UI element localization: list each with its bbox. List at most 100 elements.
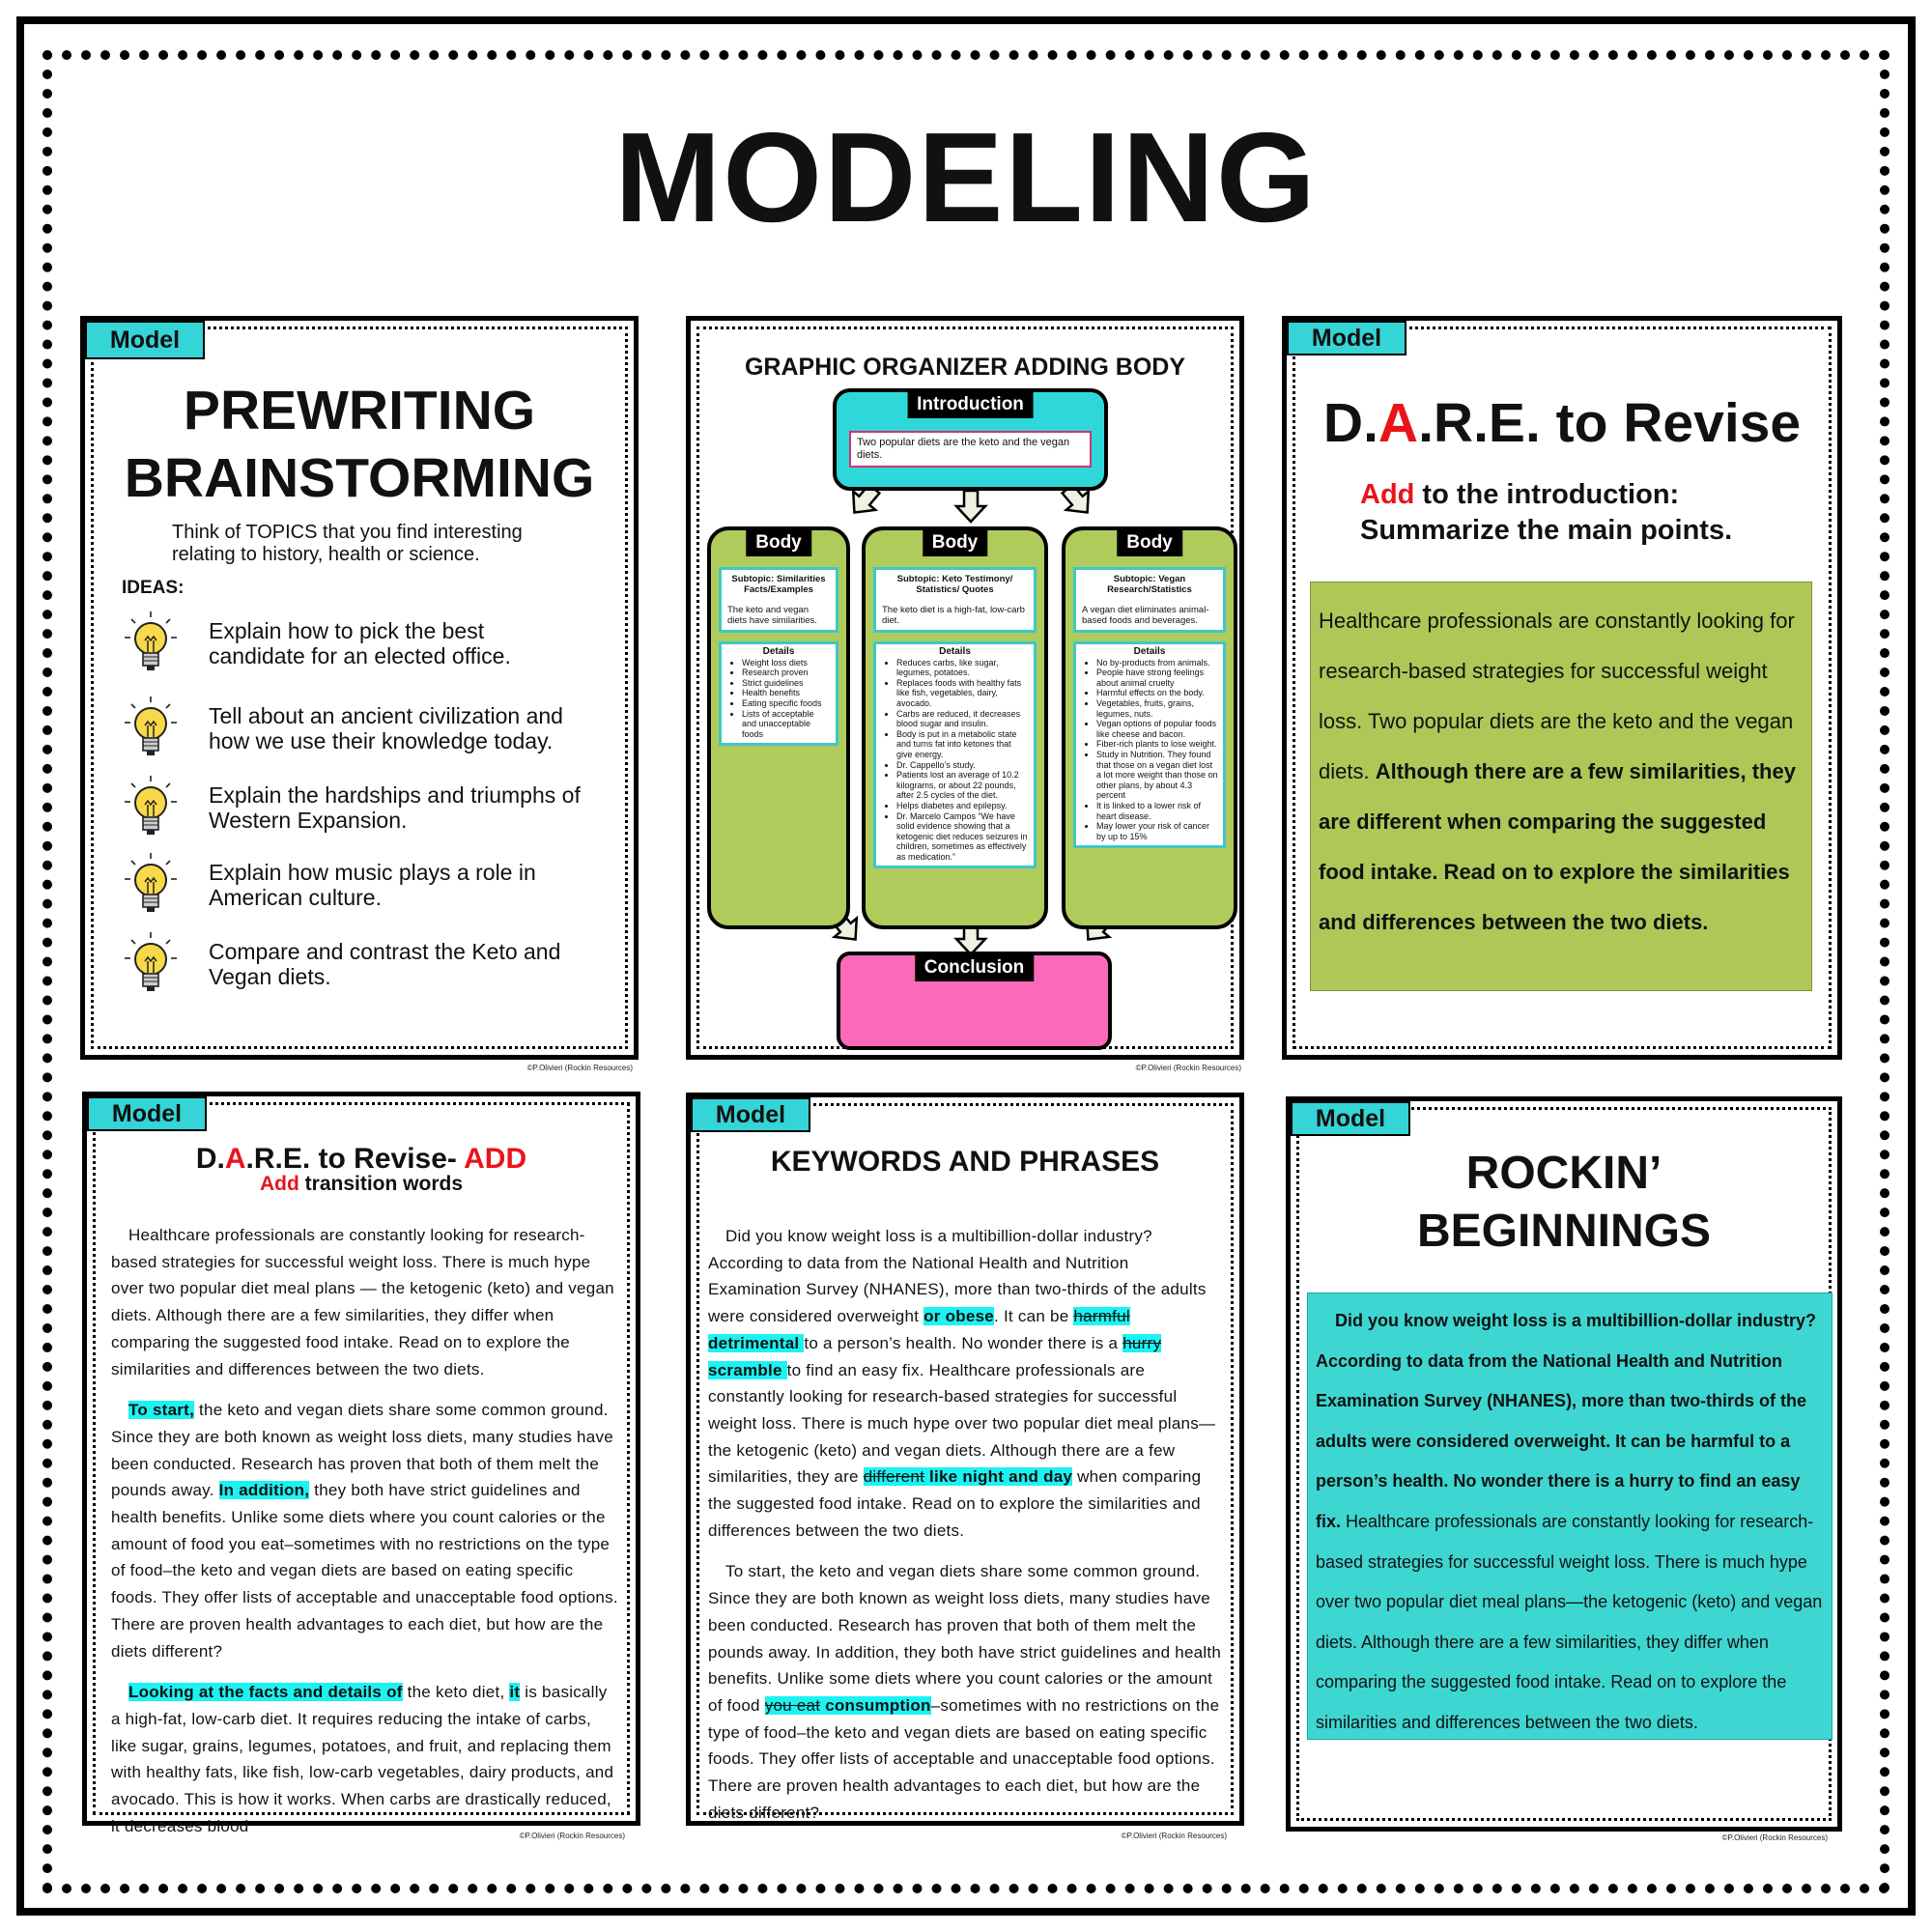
panel-title: KEYWORDS AND PHRASES <box>770 1146 1160 1178</box>
title-text: .R.E. to Revise- <box>245 1143 465 1175</box>
highlighted-phrase: different <box>863 1467 925 1487</box>
model-tab: Model <box>691 1097 810 1132</box>
details-label: Details <box>762 646 795 657</box>
subtitle-text: Summarize the main points. <box>1360 515 1733 546</box>
panel-graphic-organizer: GRAPHIC ORGANIZER ADDING BODY Introducti… <box>686 316 1244 1060</box>
text-segment: they both have strict guidelines and hea… <box>111 1481 618 1661</box>
detail-item: Vegetables, fruits, grains, legumes, nut… <box>1096 698 1218 719</box>
subtopic-text: The keto diet is a high-fat, low-carb di… <box>882 605 1025 626</box>
body-label: Body <box>922 529 988 556</box>
arrow-icon <box>953 489 988 524</box>
detail-item: Strict guidelines <box>742 678 831 689</box>
intro-text: Healthcare professionals are constantly … <box>1319 609 1795 783</box>
body-box: Body Subtopic: Vegan Research/Statistics… <box>1062 526 1237 929</box>
highlighted-phrase: hurry <box>1122 1333 1162 1352</box>
detail-item: Body is put in a metabolic state and tur… <box>896 729 1029 760</box>
text-segment: is basically a high-fat, low-carb diet. … <box>111 1683 614 1835</box>
text-segment: –sometimes with no restrictions on the t… <box>708 1695 1220 1822</box>
detail-item: Weight loss diets <box>742 658 831 668</box>
text-segment: to a person’s health. No wonder there is… <box>804 1333 1123 1352</box>
paragraph: Healthcare professionals are constantly … <box>111 1222 618 1382</box>
intro-added-text: Although there are a few similarities, t… <box>1319 759 1796 934</box>
highlighted-phrase: Looking at the facts and details of <box>128 1683 403 1702</box>
copyright: ©P.Olivieri (Rockin Resources) <box>519 1832 625 1840</box>
page-border <box>16 16 1916 1916</box>
essay-text: Healthcare professionals are constantly … <box>111 1222 618 1854</box>
subtopic-box: Subtopic: Keto Testimony/ Statistics/ Qu… <box>873 567 1037 633</box>
conclusion-label: Conclusion <box>914 954 1035 981</box>
idea-item: Tell about an ancient civilization and h… <box>124 696 585 761</box>
idea-item: Explain how music plays a role in Americ… <box>124 852 585 918</box>
idea-text: Explain how music plays a role in Americ… <box>209 860 536 910</box>
highlighted-phrase: In addition, <box>218 1481 310 1500</box>
panel-dare-intro: Model D.A.R.E. to Revise Add to the intr… <box>1282 316 1842 1060</box>
title-text: .R.E. to Revise <box>1418 392 1802 454</box>
panel-dare-add: Model D.A.R.E. to Revise- ADD Add transi… <box>82 1092 640 1835</box>
body-label: Body <box>746 529 811 556</box>
detail-item: Study in Nutrition. They found that thos… <box>1096 750 1218 801</box>
details-box: DetailsWeight loss dietsResearch provenS… <box>719 641 838 747</box>
detail-item: Fiber-rich plants to lose weight. <box>1096 739 1218 750</box>
subtopic-title: Subtopic: Keto Testimony/ Statistics/ Qu… <box>896 574 1013 595</box>
highlighted-phrase: detrimental <box>708 1333 805 1352</box>
introduction-label: Introduction <box>907 391 1034 418</box>
paragraph: Did you know weight loss is a multibilli… <box>708 1223 1225 1544</box>
details-label: Details <box>939 646 971 657</box>
panel-title: D.A.R.E. to Revise <box>1287 396 1837 451</box>
subtopic-title: Subtopic: Vegan Research/Statistics <box>1107 574 1192 595</box>
model-tab: Model <box>1287 321 1406 355</box>
detail-item: Lists of acceptable and unacceptable foo… <box>742 709 831 740</box>
introduction-box: Introduction Two popular diets are the k… <box>833 388 1108 491</box>
panel-inner-border <box>93 1102 630 1815</box>
detail-item: It is linked to a lower risk of heart di… <box>1096 801 1218 821</box>
highlighted-phrase: like night and day <box>924 1467 1073 1487</box>
highlighted-phrase: it <box>509 1683 521 1702</box>
text-segment: . It can be <box>994 1307 1074 1326</box>
subtopic-title: Subtopic: Similarities Facts/Examples <box>731 574 826 595</box>
detail-item: No by-products from animals. <box>1096 658 1218 668</box>
title-line: BRAINSTORMING <box>124 447 595 509</box>
text-segment: to find an easy fix. Healthcare professi… <box>708 1360 1216 1487</box>
arrow-icon <box>851 482 882 514</box>
lightbulb-icon <box>125 853 177 912</box>
model-tab: Model <box>1291 1101 1410 1136</box>
detail-item: Vegan options of popular foods like chee… <box>1096 719 1218 739</box>
model-tab: Model <box>85 321 205 359</box>
detail-item: Carbs are reduced, it decreases blood su… <box>896 709 1029 729</box>
detail-item: Research proven <box>742 668 831 678</box>
highlighted-phrase: harmful <box>1073 1307 1130 1326</box>
panel-inner-border <box>1293 327 1832 1049</box>
idea-text: Tell about an ancient civilization and h… <box>209 703 563 753</box>
panel-title: GRAPHIC ORGANIZER ADDING BODY <box>744 354 1186 381</box>
title-red-word: ADD <box>464 1143 527 1175</box>
conclusion-box: Conclusion <box>837 952 1112 1050</box>
title-red-letter: A <box>1378 392 1419 454</box>
panel-keywords: Model KEYWORDS AND PHRASES Did you know … <box>686 1093 1244 1826</box>
text-segment: the keto and vegan diets share some comm… <box>111 1401 613 1500</box>
title-line: PREWRITING <box>183 380 536 441</box>
panel-prewriting: Model PREWRITING BRAINSTORMING Think of … <box>80 316 639 1060</box>
ideas-label: IDEAS: <box>122 578 185 598</box>
paragraph: To start, the keto and vegan diets share… <box>708 1558 1225 1826</box>
idea-item: Explain the hardships and triumphs of We… <box>124 775 585 840</box>
idea-item: Explain how to pick the best candidate f… <box>124 611 585 676</box>
panel-title: ROCKIN’ BEGINNINGS <box>1291 1145 1837 1261</box>
lightbulb-icon <box>125 776 177 835</box>
body-box: Body Subtopic: Keto Testimony/ Statistic… <box>862 526 1048 929</box>
detail-item: Dr. Cappello’s study. <box>896 760 1029 771</box>
paragraph: Looking at the facts and details of the … <box>111 1679 618 1839</box>
panel-rockin-beginnings: Model ROCKIN’ BEGINNINGS Did you know we… <box>1286 1096 1842 1832</box>
details-box: DetailsReduces carbs, like sugar, legume… <box>873 641 1037 869</box>
detail-item: Dr. Marcelo Campos “We have solid eviden… <box>896 811 1029 863</box>
details-box: DetailsNo by-products from animals.Peopl… <box>1073 641 1226 849</box>
text-segment: Did you know weight loss is a multibilli… <box>708 1227 1207 1326</box>
subtitle-text: to the introduction: <box>1414 479 1680 510</box>
idea-text: Explain the hardships and triumphs of We… <box>209 782 581 833</box>
detail-item: Harmful effects on the body. <box>1096 688 1218 698</box>
detail-item: Eating specific foods <box>742 698 831 709</box>
detail-item: Helps diabetes and epilepsy. <box>896 801 1029 811</box>
detail-item: Replaces foods with healthy fats like fi… <box>896 678 1029 709</box>
copyright: ©P.Olivieri (Rockin Resources) <box>526 1064 633 1072</box>
text-segment: the keto diet, <box>402 1683 510 1702</box>
